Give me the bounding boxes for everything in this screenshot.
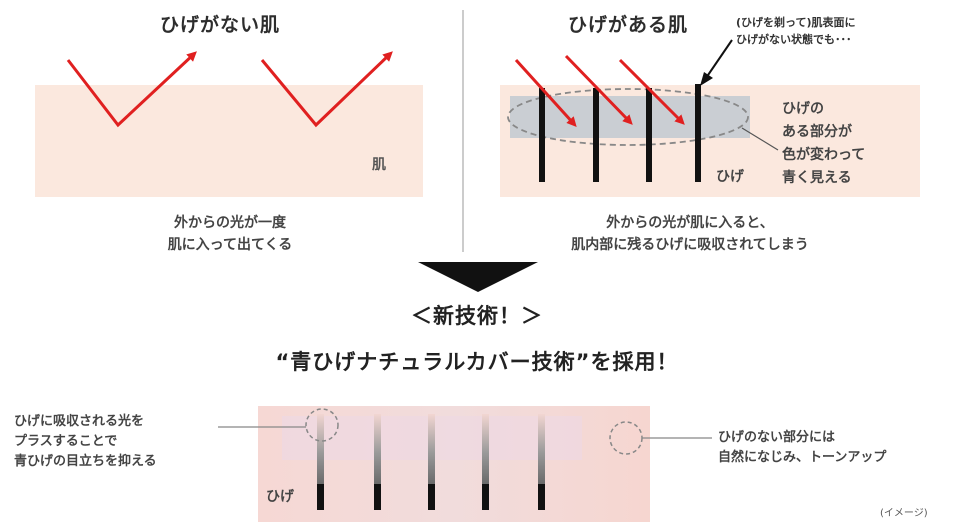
hair-faded	[482, 414, 489, 484]
right-caption-line: 肌内部に残るひげに吸収されてしまう	[571, 237, 809, 253]
hair-faded	[374, 414, 381, 484]
hair-base	[482, 484, 489, 510]
hair-base	[317, 484, 324, 510]
blue-note-line: ひげの	[782, 101, 824, 117]
right-benefit-note: ひげのない部分には 自然になじみ、トーンアップ	[718, 428, 886, 468]
headline-tag: ＜新技術！＞	[411, 304, 543, 328]
callout-line: (ひげを剃って)肌表面に	[736, 16, 856, 29]
left-caption-line: 外からの光が一度	[174, 215, 286, 231]
callout-line: ひげがない状態でも･･･	[736, 33, 852, 46]
hair	[539, 88, 545, 182]
left-benefit-line: プラスすることで	[14, 434, 118, 449]
left-caption-line: 肌に入って出てくる	[167, 237, 293, 253]
bottom-hair-label: ひげ	[266, 489, 294, 505]
hair-faded	[428, 414, 435, 484]
hair-base	[374, 484, 381, 510]
left-skin-band	[35, 85, 423, 197]
hair-label: ひげ	[716, 169, 744, 185]
callout-arrow	[705, 39, 733, 79]
callout-text: (ひげを剃って)肌表面に ひげがない状態でも･･･	[736, 14, 856, 48]
hair-faded	[538, 414, 545, 484]
right-caption: 外からの光が肌に入ると、 肌内部に残るひげに吸収されてしまう	[530, 212, 850, 256]
headline-main: “青ひげナチュラルカバー技術”を採用！	[275, 350, 679, 374]
down-triangle	[418, 262, 538, 292]
blue-note: ひげの ある部分が 色が変わって 青く見える	[782, 98, 865, 190]
blue-note-line: ある部分が	[782, 124, 852, 140]
hair-base	[428, 484, 435, 510]
right-benefit-line: 自然になじみ、トーンアップ	[718, 450, 887, 465]
right-benefit-line: ひげのない部分には	[718, 430, 836, 445]
left-benefit-note: ひげに吸収される光を プラスすることで 青ひげの目立ちを抑える	[14, 412, 157, 472]
hair-base	[538, 484, 545, 510]
hair-faded	[317, 414, 324, 484]
right-caption-line: 外からの光が肌に入ると、	[606, 215, 774, 231]
left-benefit-line: ひげに吸収される光を	[14, 414, 145, 429]
light-arrow	[564, 54, 633, 125]
skin-label: 肌	[372, 157, 386, 173]
note-leader-line	[741, 127, 779, 151]
light-arrow	[514, 58, 577, 127]
light-arrow	[618, 58, 685, 125]
blue-note-line: 色が変わって	[782, 147, 866, 163]
left-panel-title: ひげがない肌	[160, 14, 281, 36]
blue-tint-area	[510, 96, 750, 138]
light-arrow	[260, 51, 393, 128]
image-note: (イメージ)	[880, 508, 928, 519]
hair	[646, 88, 652, 182]
hair	[695, 84, 701, 182]
callout-arrowhead	[700, 72, 713, 86]
right-panel-title: ひげがある肌	[568, 14, 689, 36]
dashed-ellipse	[507, 88, 749, 146]
light-arrow	[66, 51, 197, 128]
hair	[593, 88, 599, 182]
left-caption: 外からの光が一度 肌に入って出てくる	[130, 212, 330, 256]
dashed-circle	[305, 408, 339, 442]
blue-note-line: 青く見える	[782, 170, 852, 186]
left-benefit-line: 青ひげの目立ちを抑える	[14, 454, 157, 469]
